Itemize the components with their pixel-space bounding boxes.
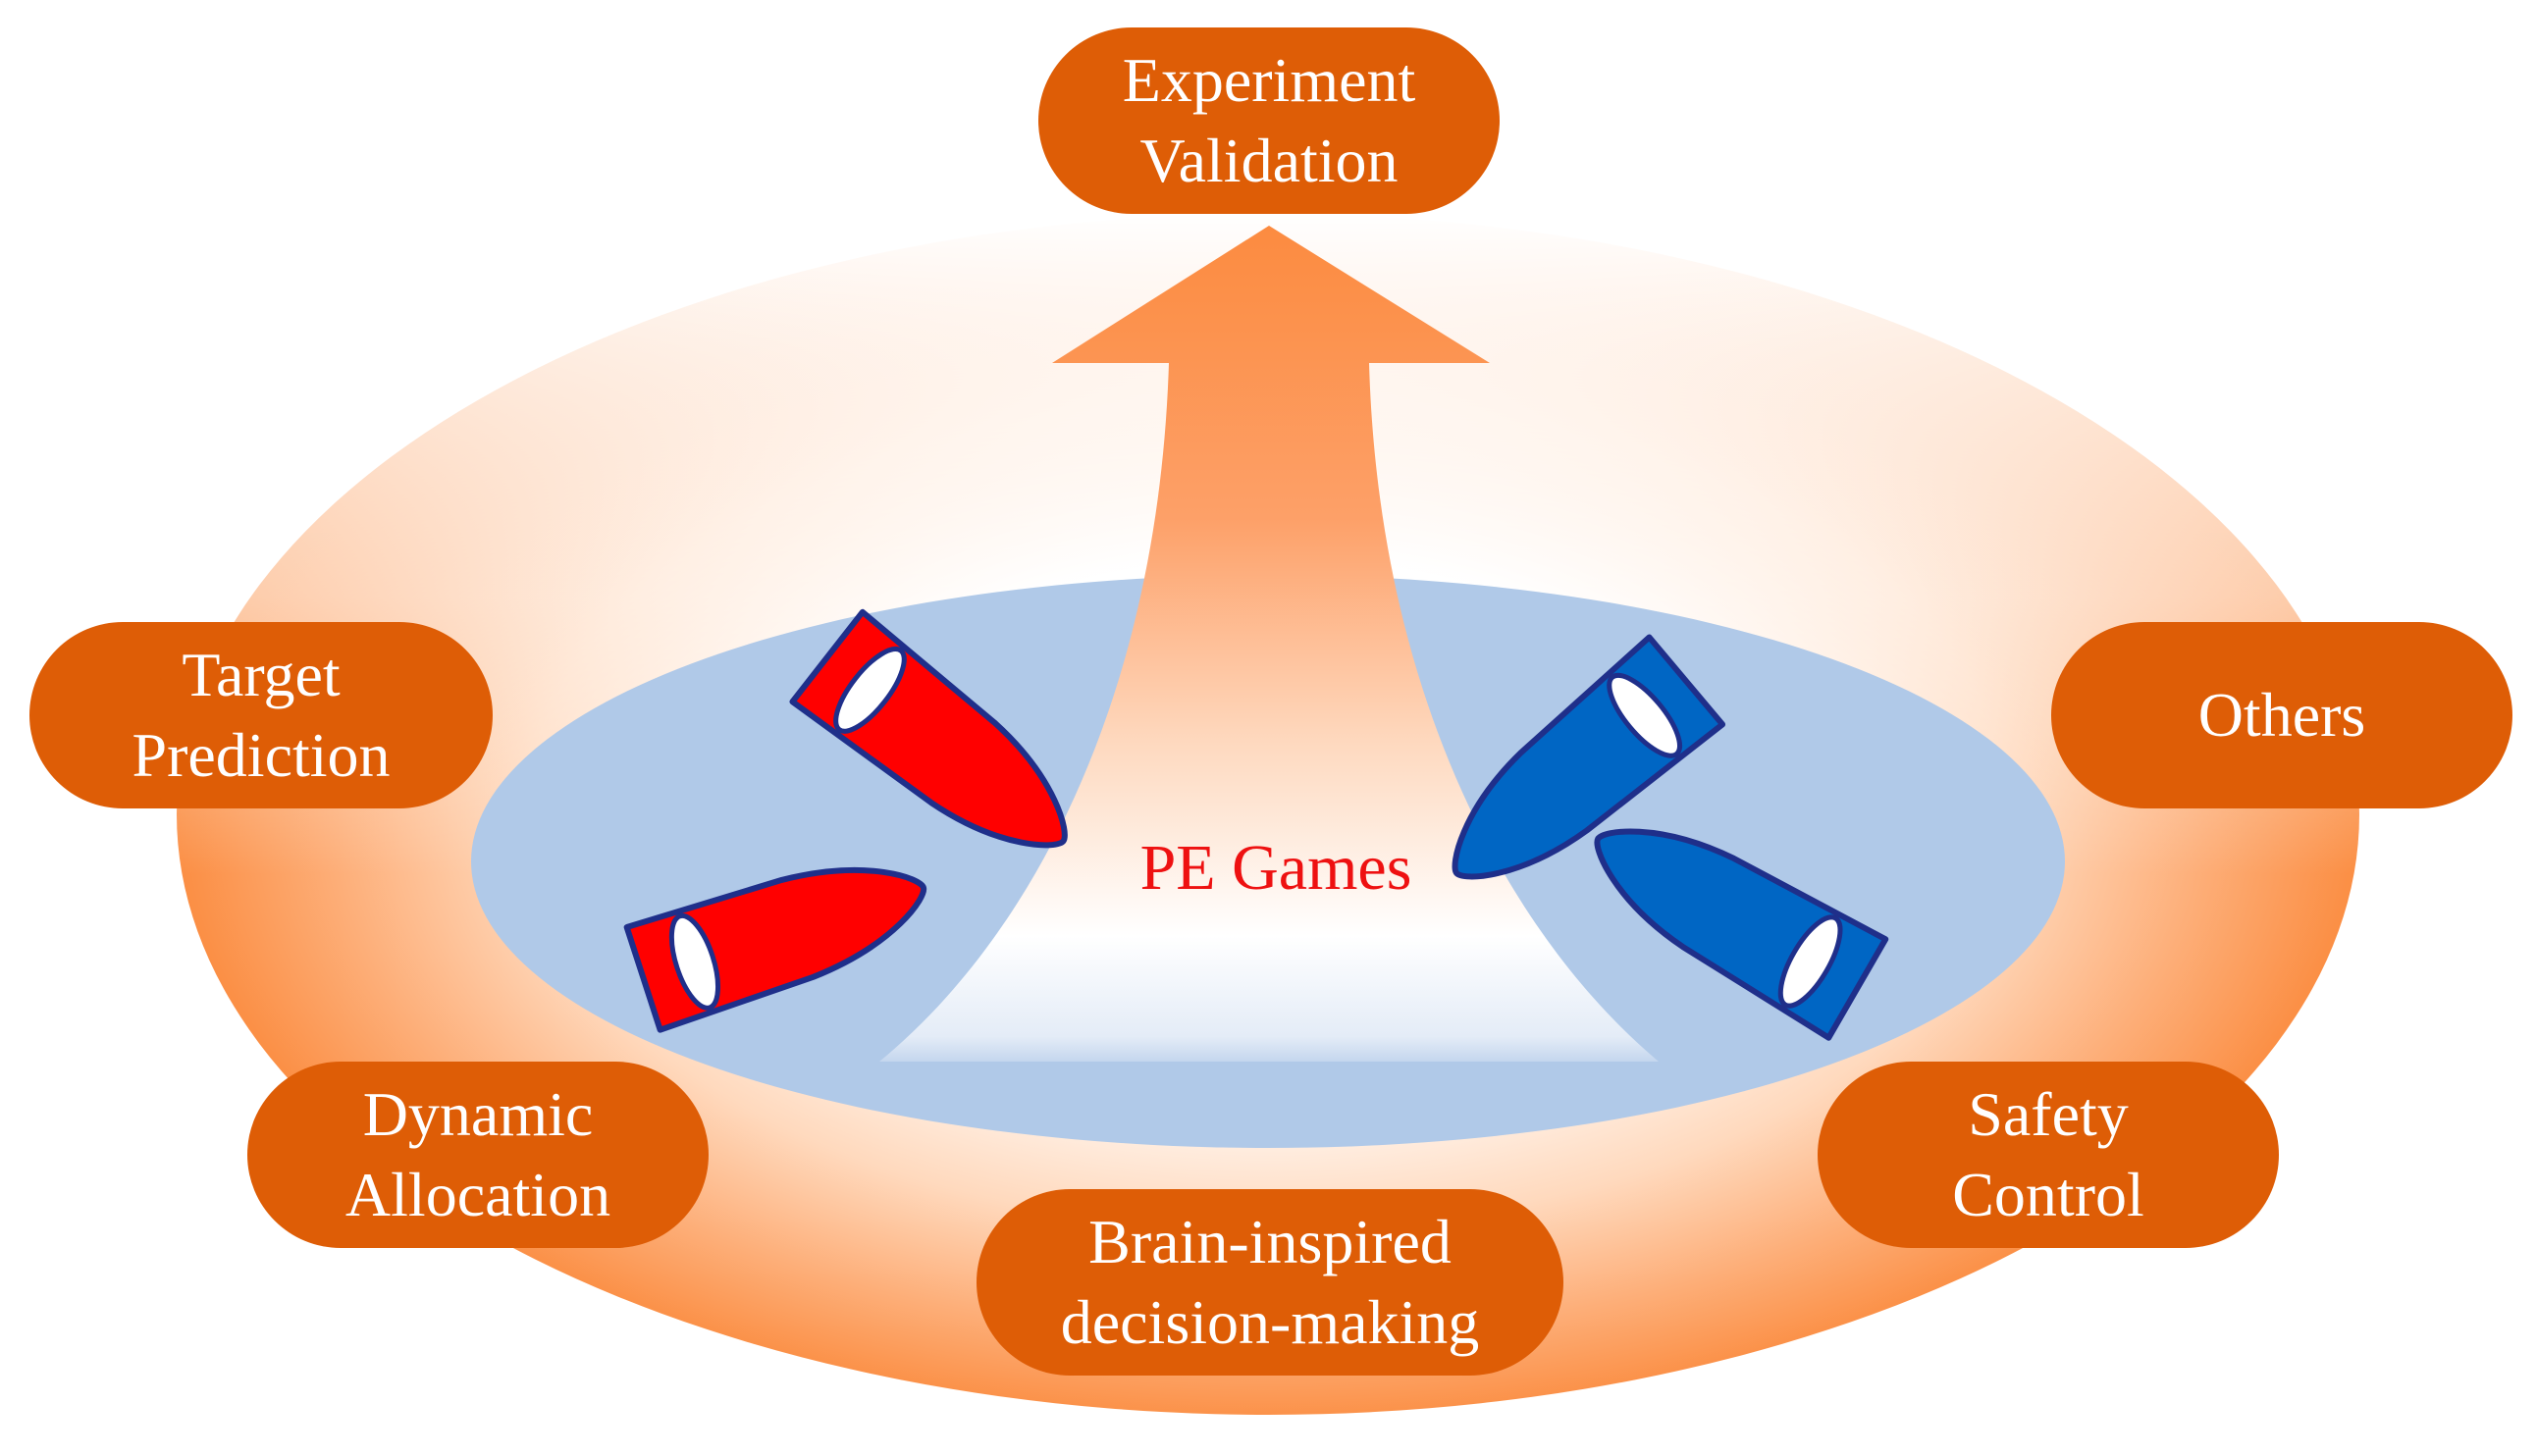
- node-brain-inspired-line2: decision-making: [1060, 1287, 1480, 1357]
- node-others-line1: Others: [2197, 680, 2366, 750]
- node-dynamic-allocation-line1: Dynamic: [362, 1079, 594, 1149]
- node-dynamic-allocation-line2: Allocation: [344, 1160, 611, 1229]
- node-target-prediction-line1: Target: [182, 640, 341, 709]
- node-safety-control-line1: Safety: [1968, 1079, 2129, 1149]
- node-experiment-validation-line2: Validation: [1139, 126, 1399, 195]
- node-experiment-validation-line1: Experiment: [1122, 45, 1416, 115]
- node-target-prediction-line2: Prediction: [132, 720, 391, 790]
- node-experiment-validation: Experiment Validation: [1038, 27, 1500, 214]
- node-dynamic-allocation: Dynamic Allocation: [247, 1062, 709, 1248]
- node-brain-inspired-decision-making: Brain-inspired decision-making: [977, 1189, 1563, 1376]
- blue-boat-upper: [1452, 634, 1726, 880]
- node-safety-control-line2: Control: [1952, 1160, 2144, 1229]
- red-boat-lower: [623, 867, 927, 1033]
- node-brain-inspired-line1: Brain-inspired: [1088, 1207, 1452, 1276]
- blue-boat-lower: [1594, 828, 1889, 1041]
- center-label-pe-games: PE Games: [1139, 832, 1412, 904]
- red-boat-upper: [789, 608, 1068, 849]
- node-safety-control: Safety Control: [1818, 1062, 2279, 1248]
- node-others: Others: [2051, 622, 2512, 808]
- node-target-prediction: Target Prediction: [29, 622, 493, 808]
